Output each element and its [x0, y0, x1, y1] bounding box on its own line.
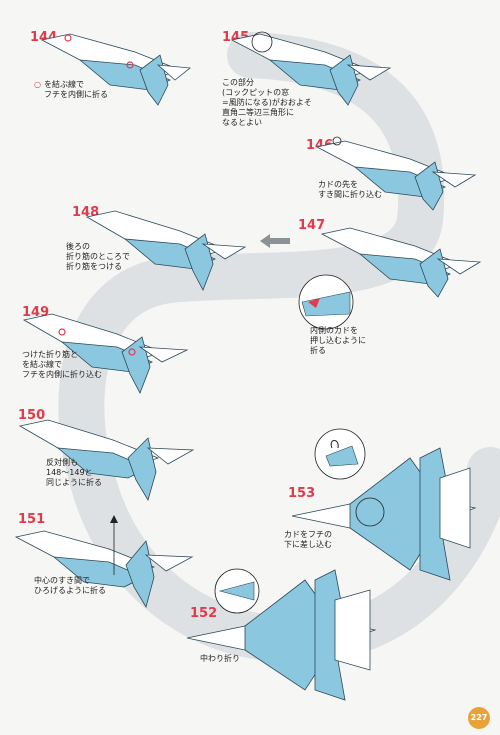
step-note: 中心のすき間で ひろげるように折る [34, 576, 106, 595]
step-number: 150 [18, 408, 46, 423]
step-number: 153 [288, 486, 316, 501]
step-number: 152 [190, 606, 218, 621]
step-note: 内側のカドを 押し込むように 折る [310, 326, 366, 355]
step-note: カドの先を すき間に折り込む [318, 180, 382, 199]
circle-marker-icon: ○ [34, 80, 41, 89]
page-number: 227 [468, 707, 490, 729]
plane-diagram [315, 136, 477, 211]
zoom-circle-icon [214, 568, 260, 614]
plane-diagram [186, 569, 377, 701]
step-number: 147 [298, 218, 326, 233]
step-note: つけた折り筋と を結ぶ線で フチを内側に折り込む [22, 350, 102, 379]
plane-diagram [14, 515, 194, 609]
plane-diagram [291, 447, 477, 581]
step-note: を結ぶ線で フチを内側に折る [44, 80, 108, 99]
step-note: この部分 (コックピットの窓 =風防になる)がおおよそ 直角二等辺三角形に なる… [222, 78, 312, 127]
plane-diagram [18, 419, 195, 501]
plane-diagram [85, 210, 247, 291]
step-note: 反対側も 148〜149と 同じように折る [46, 458, 102, 487]
plane-diagram [230, 31, 392, 106]
step-note: 中わり折り [200, 654, 240, 663]
arrow-left-icon [260, 234, 290, 248]
plane-diagram [320, 227, 482, 298]
plane-diagram [40, 33, 192, 106]
step-number: 151 [18, 512, 46, 527]
zoom-circle-icon [314, 428, 366, 480]
step-note: カドをフチの 下に差し込む [284, 530, 332, 549]
zoom-circle-icon [298, 274, 354, 330]
plane-diagram [22, 313, 189, 394]
step-note: 後ろの 折り筋のところで 折り筋をつける [66, 242, 130, 271]
